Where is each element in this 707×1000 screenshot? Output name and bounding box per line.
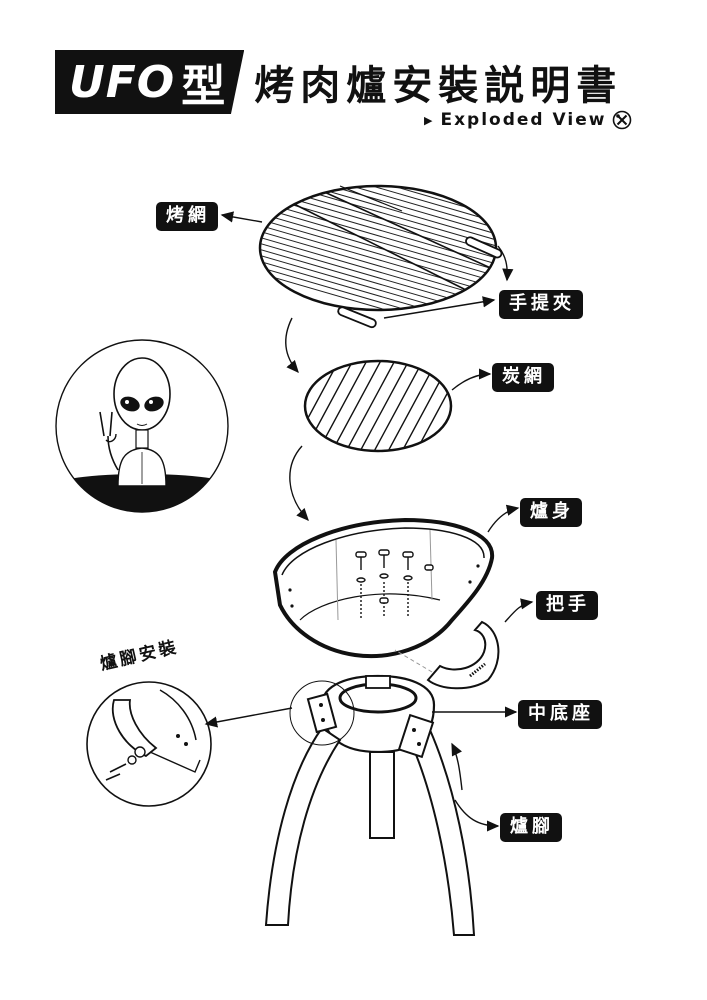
- bowl-body: [272, 517, 495, 659]
- bolts: [355, 549, 434, 618]
- leader-arrows: [204, 211, 534, 832]
- handle-clip: [337, 236, 503, 329]
- subtitle-text: Exploded View: [440, 110, 607, 130]
- bowl-handle: [394, 620, 500, 690]
- label-legs: 爐腳: [500, 813, 562, 842]
- legs: [264, 692, 476, 936]
- leg-install-inset: [86, 681, 212, 807]
- zoom-source-circle: [289, 680, 355, 746]
- label-handle: 把手: [536, 591, 598, 620]
- label-grill-grate: 烤網: [156, 202, 218, 231]
- grill-grate: [258, 184, 498, 312]
- label-handle-clip: 手提夾: [499, 290, 583, 319]
- title-badge-kanji: 型: [181, 61, 227, 112]
- label-bowl-body: 爐身: [520, 498, 582, 527]
- alien-illustration: [55, 339, 229, 513]
- subtitle: ▶ Exploded View: [424, 110, 632, 130]
- page-title: 烤肉爐安裝説明書: [254, 63, 623, 109]
- charcoal-grate: [303, 359, 453, 453]
- tools-icon: [613, 110, 632, 130]
- label-center-base: 中底座: [518, 700, 602, 729]
- title-badge-latin: UFO: [69, 56, 176, 108]
- label-charcoal-grate: 炭網: [492, 363, 554, 392]
- triangle-bullet-icon: ▶: [424, 113, 435, 127]
